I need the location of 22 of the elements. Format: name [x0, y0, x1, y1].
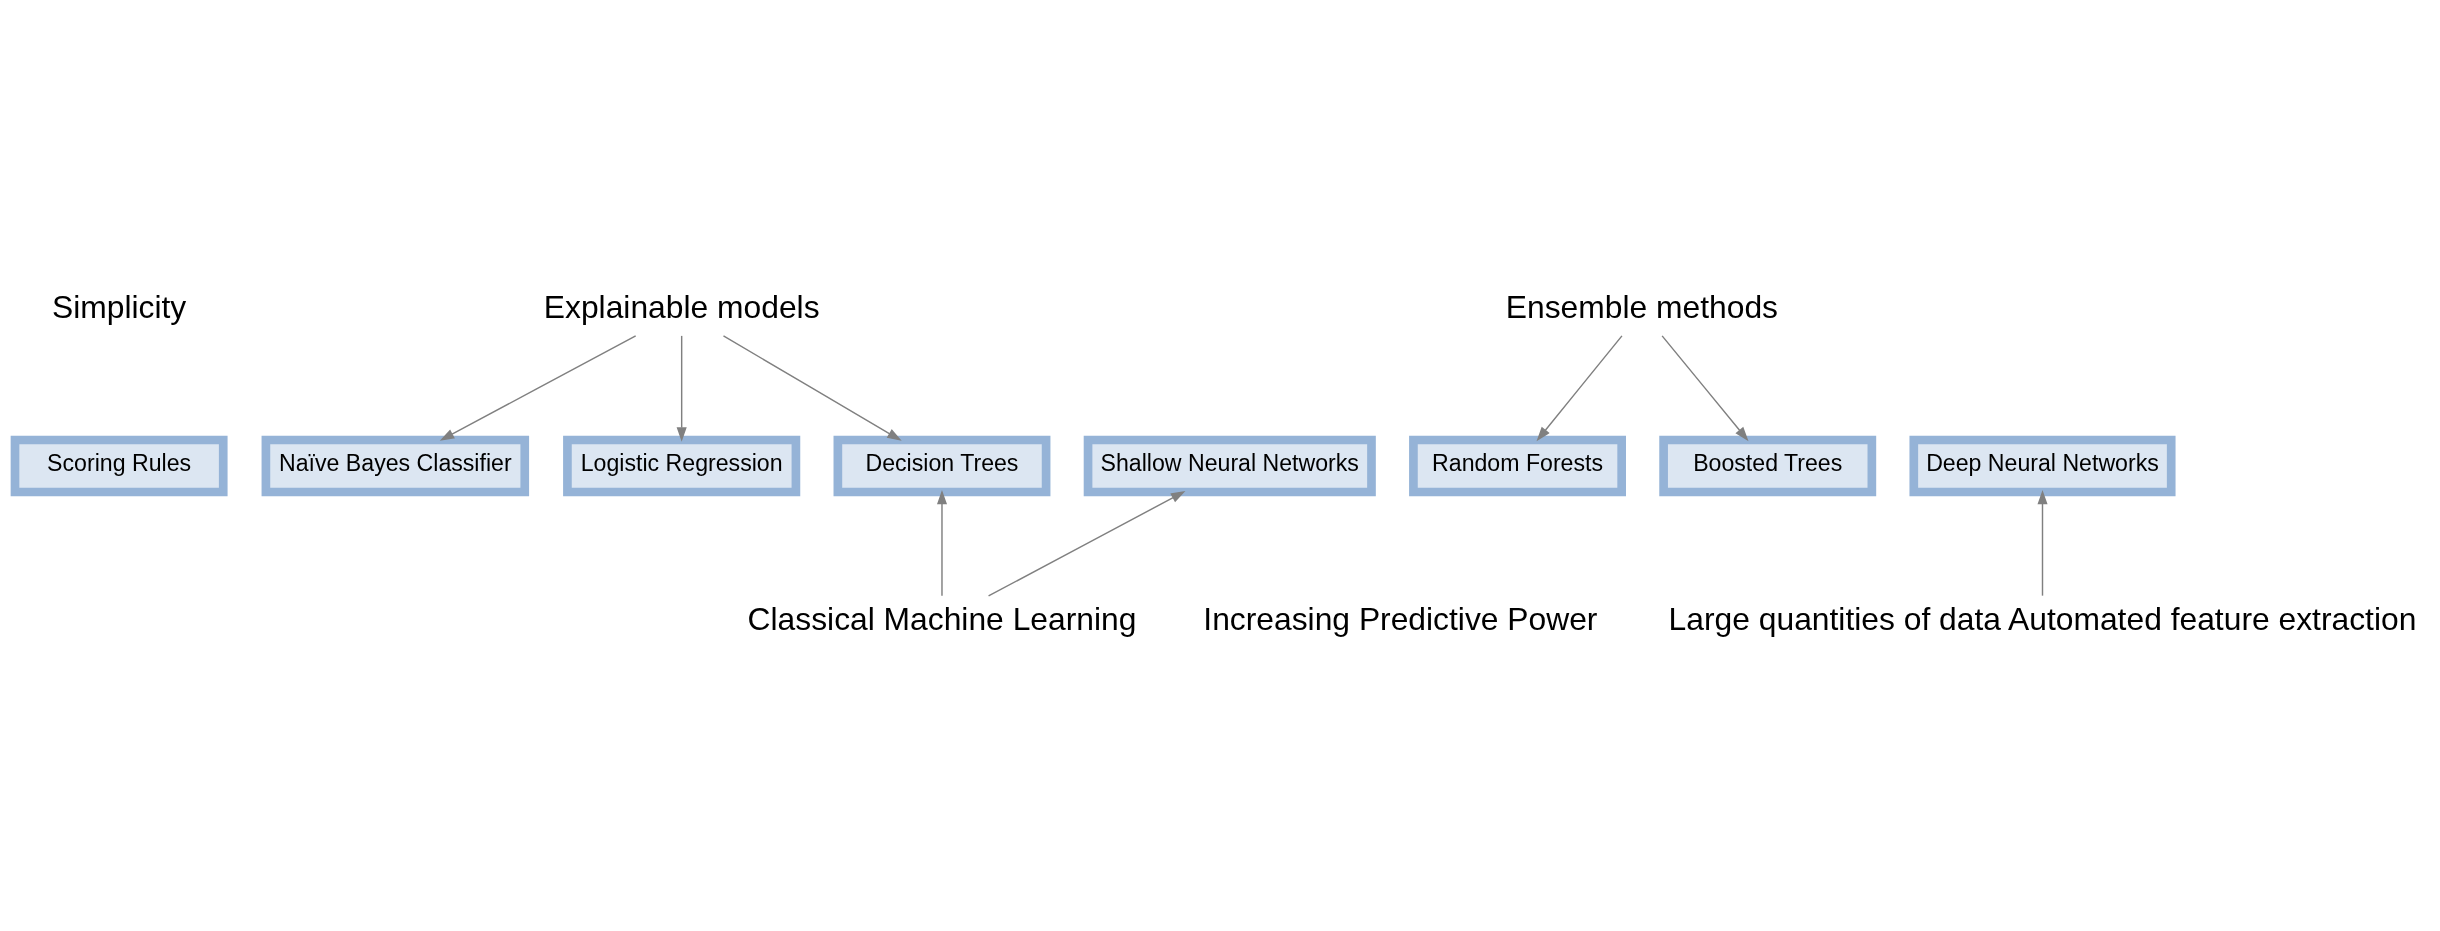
arrow — [439, 334, 637, 441]
label: Simplicity — [51, 288, 187, 325]
node-text: Ensemble methods — [1505, 288, 1779, 325]
node-box: Decision Trees — [833, 435, 1051, 496]
arrow — [987, 490, 1186, 597]
node-text: Explainable models — [543, 288, 820, 325]
node-text: Large quantities of data Automated feature extraction — [1668, 600, 2417, 637]
node-box: Logistic Regression — [563, 435, 801, 496]
arrow — [722, 334, 902, 441]
node-text: Classical Machine Learning — [747, 600, 1137, 637]
arrow — [1661, 334, 1749, 441]
arrow — [1536, 334, 1623, 441]
node-box: Boosted Trees — [1659, 435, 1877, 496]
arrow — [2037, 489, 2048, 596]
label: Increasing Predictive Power — [1203, 600, 1598, 637]
node-box: Shallow Neural Networks — [1083, 435, 1376, 496]
node-box: Deep Neural Networks — [1909, 435, 2176, 496]
node-box: Random Forests — [1409, 435, 1626, 496]
node-box: Naïve Bayes Classifier — [261, 435, 530, 496]
node-box: Scoring Rules — [10, 435, 228, 496]
arrow — [936, 489, 948, 596]
arrow — [676, 334, 687, 442]
